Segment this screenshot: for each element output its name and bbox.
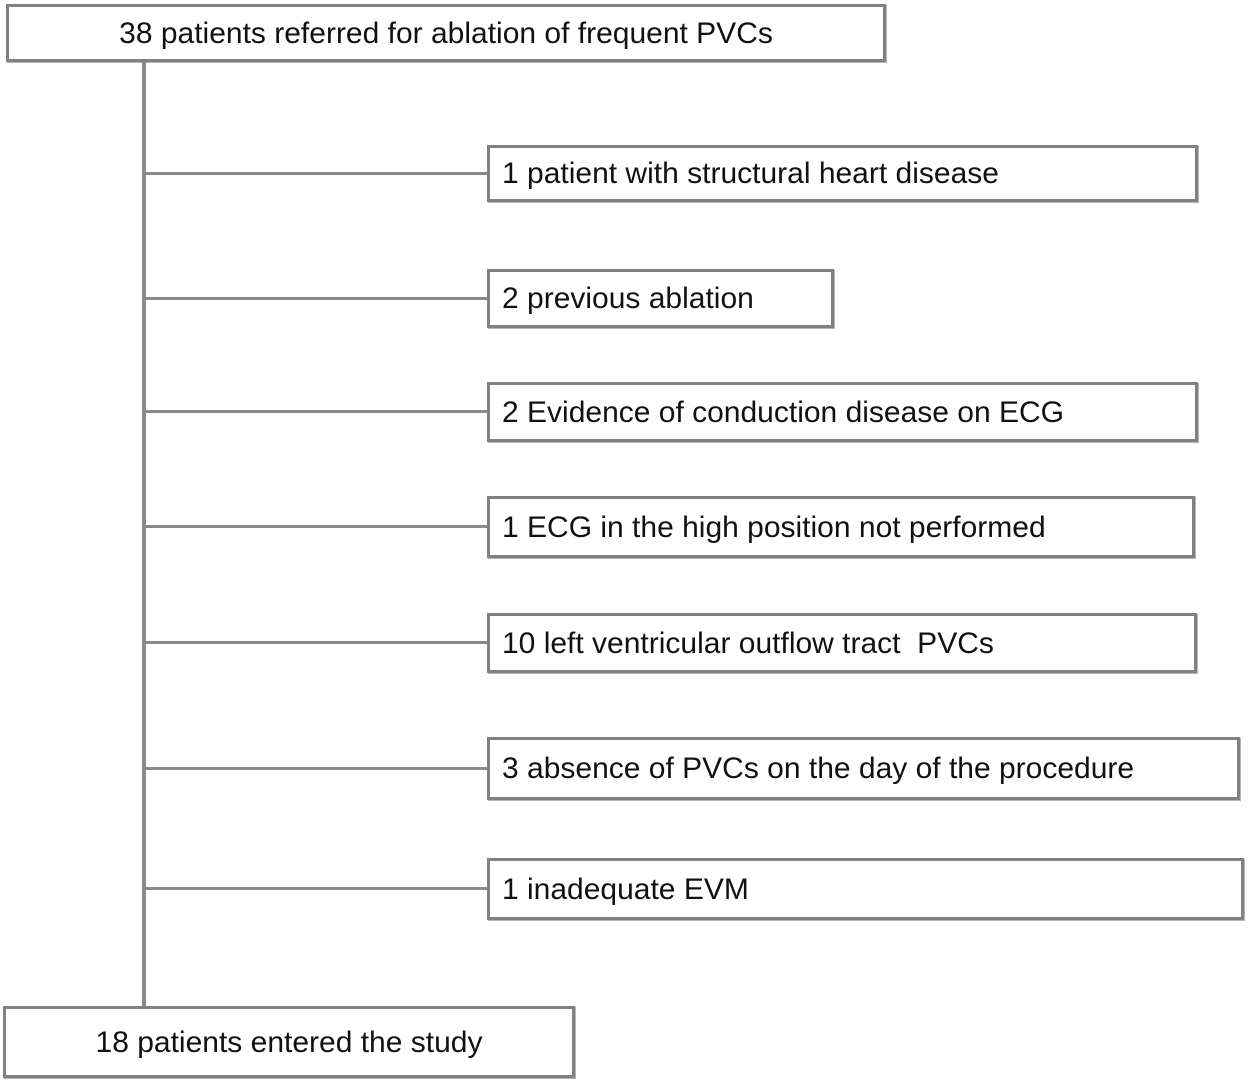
connector-line-5 xyxy=(142,641,489,644)
connector-line-3 xyxy=(142,410,489,413)
exclusion-box-label: 2 Evidence of conduction disease on ECG xyxy=(502,395,1065,429)
exclusion-box-label: 10 left ventricular outflow tract PVCs xyxy=(502,626,994,660)
connector-line-6 xyxy=(142,767,489,770)
connector-line-1 xyxy=(142,172,489,175)
exclusion-box-label: 2 previous ablation xyxy=(502,282,754,315)
connector-line-4 xyxy=(142,525,489,528)
exclusion-box-conduction-disease: 2 Evidence of conduction disease on ECG xyxy=(487,382,1198,442)
exclusion-box-lvot-pvcs: 10 left ventricular outflow tract PVCs xyxy=(487,613,1197,673)
exclusion-box-label: 3 absence of PVCs on the day of the proc… xyxy=(502,752,1135,785)
study-entry-box-label: 18 patients entered the study xyxy=(95,1025,483,1059)
main-vertical-line xyxy=(142,62,146,1008)
exclusion-box-label: 1 ECG in the high position not performed xyxy=(502,510,1046,544)
exclusion-box-label: 1 inadequate EVM xyxy=(502,872,749,906)
connector-line-2 xyxy=(142,297,489,300)
exclusion-box-previous-ablation: 2 previous ablation xyxy=(487,269,834,328)
study-entry-box: 18 patients entered the study xyxy=(3,1006,575,1078)
exclusion-box-inadequate-evm: 1 inadequate EVM xyxy=(487,858,1244,920)
exclusion-box-absence-of-pvcs: 3 absence of PVCs on the day of the proc… xyxy=(487,737,1240,800)
exclusion-box-ecg-not-performed: 1 ECG in the high position not performed xyxy=(487,496,1195,558)
enrollment-box-label: 38 patients referred for ablation of fre… xyxy=(119,16,773,50)
exclusion-box-label: 1 patient with structural heart disease xyxy=(502,157,999,190)
exclusion-box-structural-heart-disease: 1 patient with structural heart disease xyxy=(487,145,1198,202)
enrollment-box: 38 patients referred for ablation of fre… xyxy=(6,4,886,62)
connector-line-7 xyxy=(142,887,489,890)
